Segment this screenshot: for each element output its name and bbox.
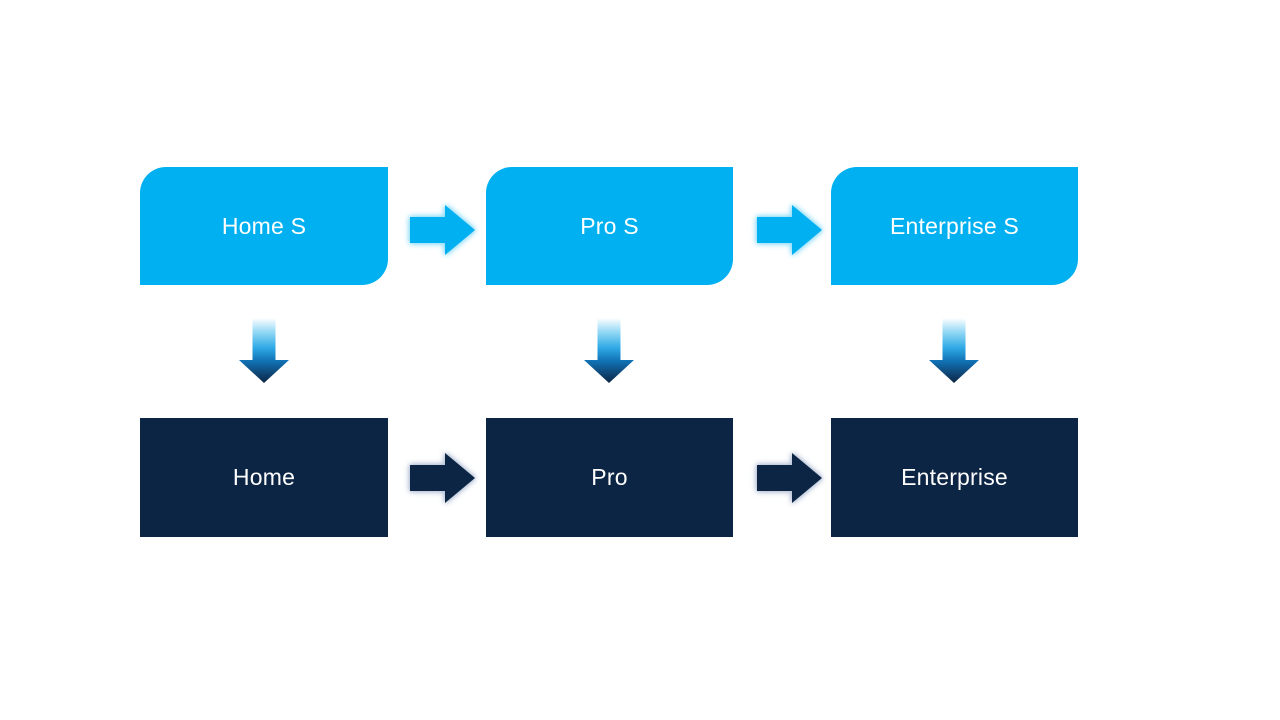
right-arrow-pro-s-to-enterprise-s-icon (757, 205, 822, 255)
right-arrow-home-s-to-pro-s-icon (410, 205, 475, 255)
right-arrow-home-to-pro-icon (410, 453, 475, 503)
node-label: Pro S (580, 212, 639, 239)
node-label: Enterprise S (890, 212, 1019, 239)
node-label: Enterprise (901, 464, 1008, 490)
node-enterprise-s: Enterprise S (831, 167, 1078, 285)
down-arrow-pro-s-to-pro-icon (584, 318, 634, 383)
right-arrow-pro-to-enterprise-icon (757, 453, 822, 503)
down-arrow-home-s-to-home-icon (239, 318, 289, 383)
down-arrow-enterprise-s-to-enterprise-icon (929, 318, 979, 383)
node-label: Pro (591, 464, 628, 490)
node-home-s: Home S (140, 167, 388, 285)
node-home: Home (140, 418, 388, 537)
node-pro: Pro (486, 418, 733, 537)
node-label: Home (232, 464, 296, 490)
node-pro-s: Pro S (486, 167, 733, 285)
node-enterprise: Enterprise (831, 418, 1078, 537)
node-label: Home S (221, 212, 307, 239)
